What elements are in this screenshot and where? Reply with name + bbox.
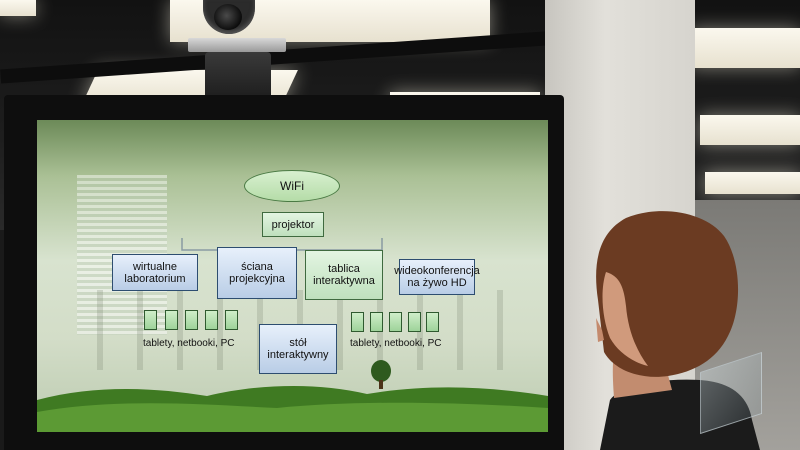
ceiling-light xyxy=(690,28,800,68)
devices-caption-right: tablety, netbooki, PC xyxy=(350,338,442,349)
tablet-icon xyxy=(225,310,238,330)
projection-wall-node: ściana projekcyjna xyxy=(217,247,297,299)
green-hills xyxy=(37,385,548,432)
tablet-icon xyxy=(370,312,383,332)
interactive-board-node: tablica interaktywna xyxy=(305,250,383,300)
tablet-icon xyxy=(165,310,178,330)
tablet-icon xyxy=(351,312,364,332)
ceiling-light xyxy=(0,0,36,16)
camera-plate xyxy=(188,38,286,52)
tablet-icon xyxy=(389,312,402,332)
tablet-icon xyxy=(185,310,198,330)
ceiling-light xyxy=(705,172,800,194)
camera-lens xyxy=(214,4,242,30)
ceiling-light xyxy=(700,115,800,145)
projector-node: projektor xyxy=(262,212,324,237)
tablet-icon xyxy=(144,310,157,330)
videoconference-node: wideokonferencja na żywo HD xyxy=(394,259,480,295)
wifi-node: WiFi xyxy=(244,170,340,202)
interactive-table-node: stół interaktywny xyxy=(259,324,337,374)
tablet-icon xyxy=(426,312,439,332)
virtual-lab-node: wirtualne laboratorium xyxy=(112,254,198,291)
tree-icon xyxy=(371,360,391,389)
tablet-icon xyxy=(408,312,421,332)
devices-caption-left: tablety, netbooki, PC xyxy=(143,338,235,349)
tv-screen: WiFi projektor wirtualne laboratorium śc… xyxy=(37,120,548,432)
tablet-icon xyxy=(205,310,218,330)
